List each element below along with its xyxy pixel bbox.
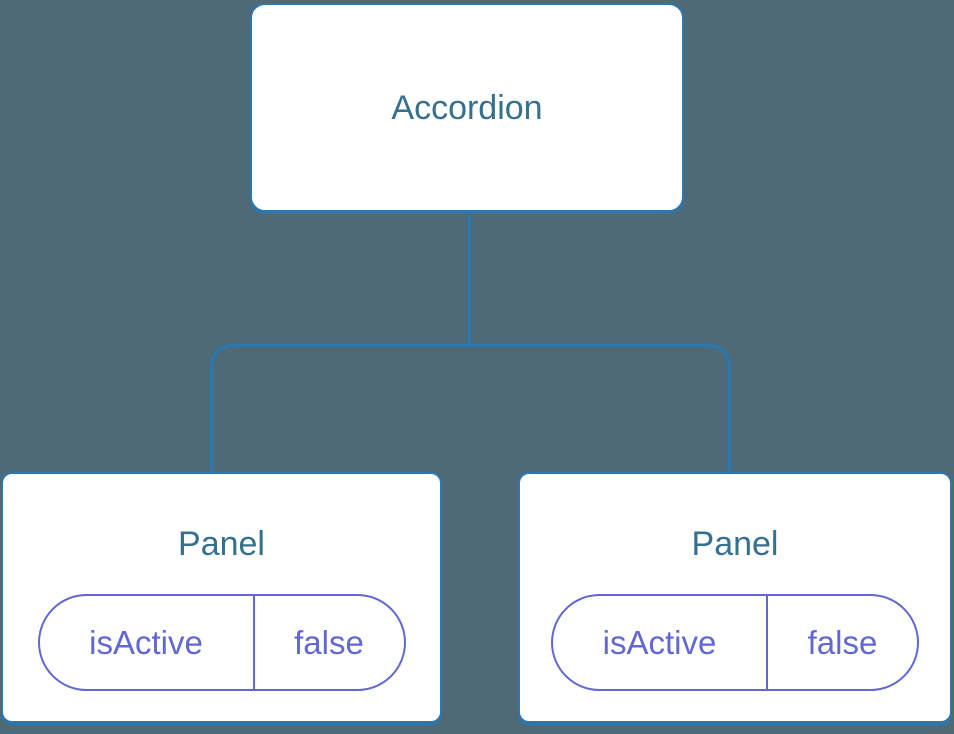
state-value: false	[252, 596, 404, 689]
panel-component-box-right: Panel isActive false	[518, 472, 952, 723]
state-key: isActive	[89, 623, 203, 661]
state-pill: isActive false	[37, 594, 406, 691]
accordion-component-label: Accordion	[391, 88, 543, 127]
panel-component-box-left: Panel isActive false	[1, 472, 442, 723]
state-pill: isActive false	[551, 594, 919, 691]
state-value: false	[766, 596, 917, 689]
accordion-component-box: Accordion	[250, 3, 684, 212]
panel-component-label: Panel	[691, 525, 779, 563]
state-key: isActive	[602, 623, 717, 661]
panel-component-label: Panel	[178, 525, 265, 563]
connector-branch-line	[209, 343, 732, 473]
